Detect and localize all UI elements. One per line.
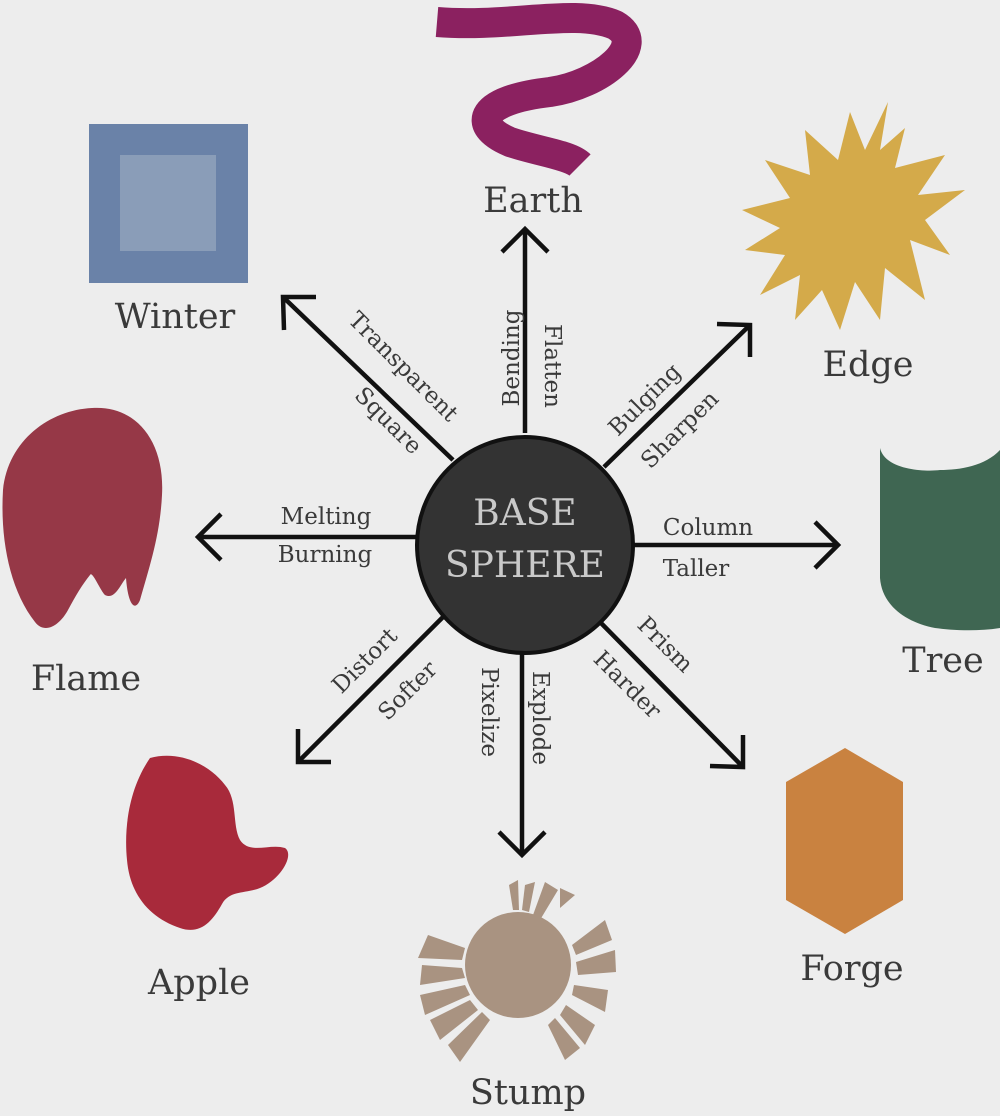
center-label-line1: BASE [473,493,576,534]
winter-inner-square [120,155,216,251]
arrow-label-forge-b: Harder [588,646,666,724]
forge-shape [786,748,903,934]
arrow-label-tree-a: Column [663,515,753,541]
arrow-label-apple-b: Softer [373,656,442,725]
arrow-forge [598,620,745,769]
arrow-label-flame-a: Melting [281,504,372,530]
arrowhead-forge [709,735,746,770]
stump-shape [418,880,616,1062]
node-label-flame: Flame [31,659,141,699]
node-label-forge: Forge [800,949,903,989]
arrow-label-stump-a: Explode [527,671,553,765]
node-label-earth: Earth [483,181,583,221]
node-label-winter: Winter [115,297,236,337]
arrowhead-winter [280,294,316,331]
arrowhead-stump [497,830,547,859]
arrow-label-earth-a: Bending [499,309,525,406]
arrowhead-apple [295,729,331,765]
earth-shape [435,3,642,177]
arrow-label-tree-b: Taller [663,556,730,582]
arrow-edge [602,323,752,469]
node-label-apple: Apple [147,963,250,1003]
arrowhead-edge [716,321,753,357]
node-label-tree: Tree [902,641,984,681]
arrows [194,225,842,859]
arrowhead-tree [813,520,842,570]
node-label-edge: Edge [822,345,913,385]
arrow-label-forge-a: Prism [632,612,698,678]
tree-shape [880,448,1000,631]
arrowhead-earth [500,225,550,254]
arrow-label-flame-b: Burning [278,542,373,568]
arrow-label-stump-b: Pixelize [476,667,502,757]
node-label-stump: Stump [470,1073,586,1113]
edge-shape [742,102,965,330]
arrow-apple [296,613,447,764]
flame-shape [2,407,163,629]
arrow-label-earth-b: Flatten [539,324,565,408]
center-label-line2: SPHERE [445,545,605,586]
base-sphere [415,435,635,655]
arrow-winter [281,295,455,462]
apple-shape [126,755,289,930]
arrowhead-flame [194,512,223,562]
